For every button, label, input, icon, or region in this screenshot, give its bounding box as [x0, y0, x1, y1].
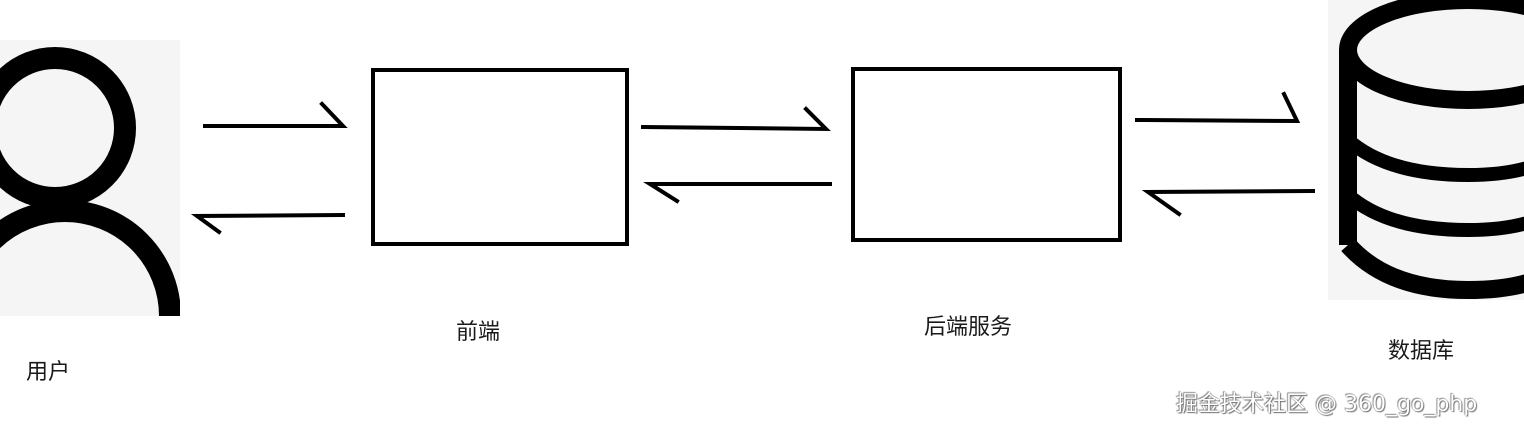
database-label: 数据库 [1388, 339, 1455, 364]
database-icon [1339, 0, 1524, 300]
arrow-user-to-frontend [203, 101, 348, 128]
person-icon [0, 47, 180, 316]
watermark: 掘金技术社区 @ 360_go_php [1176, 392, 1478, 417]
frontend-label: 前端 [456, 320, 501, 345]
arrow-backend-to-database [1134, 91, 1301, 124]
backend-box [851, 67, 1122, 242]
arrow-frontend-to-backend [640, 106, 831, 132]
arrow-backend-to-frontend [643, 182, 832, 204]
frontend-box [371, 68, 629, 246]
user-label: 用户 [26, 360, 71, 385]
arrow-database-to-backend [1141, 188, 1316, 217]
backend-label: 后端服务 [924, 315, 1013, 340]
arrow-frontend-to-user [190, 212, 346, 235]
